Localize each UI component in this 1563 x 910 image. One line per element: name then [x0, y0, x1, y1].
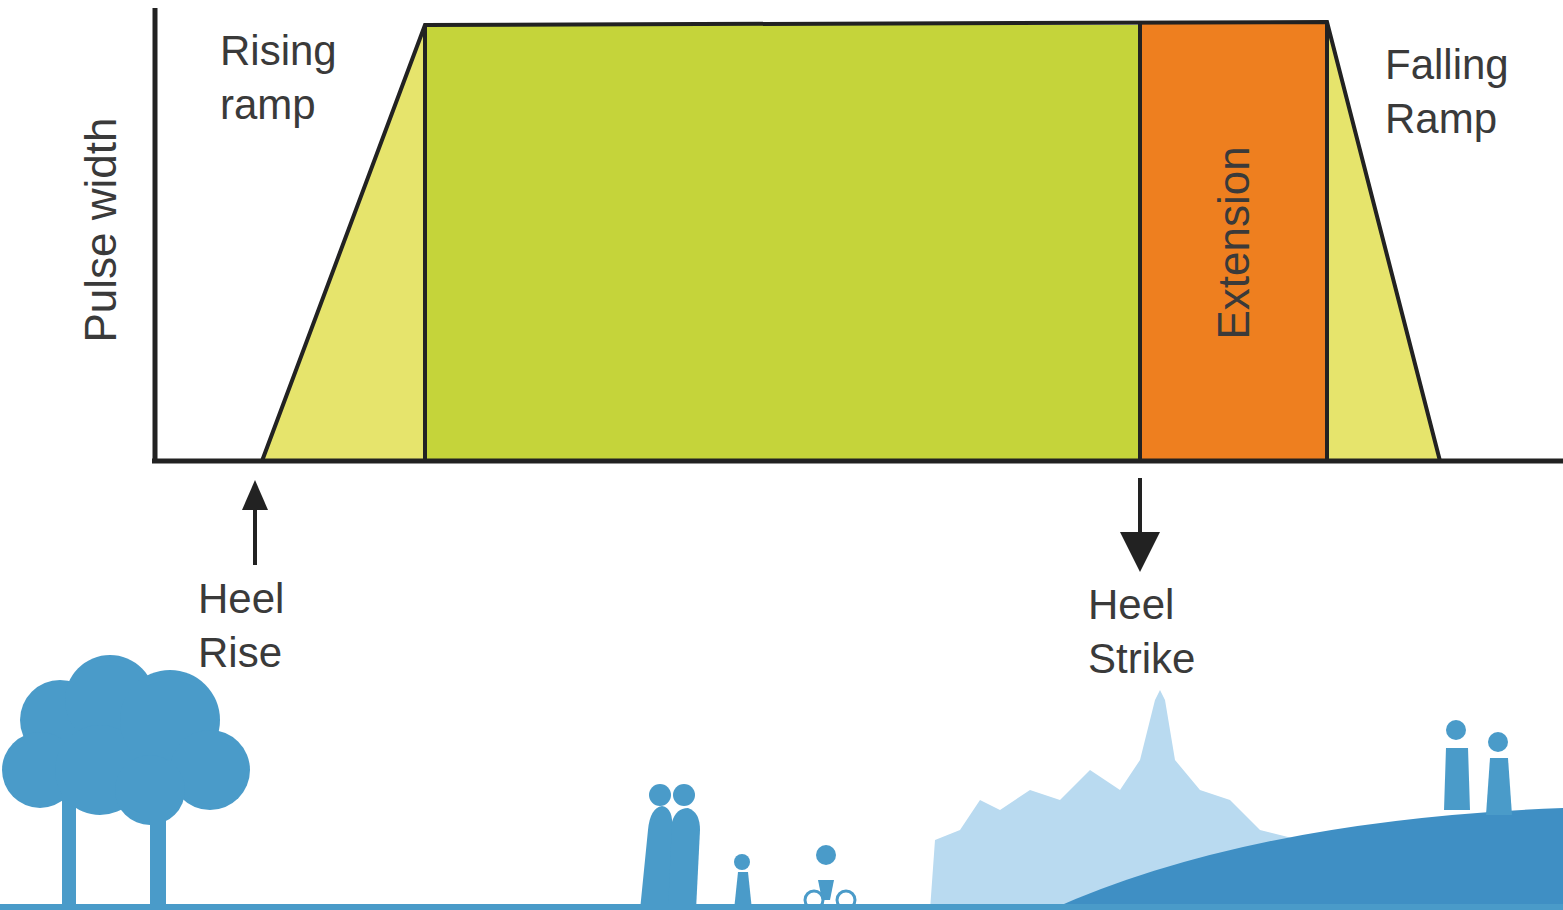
phase-label: Heel Rise: [198, 572, 284, 680]
extension-band-node: Extension: [1142, 26, 1325, 459]
landscape-silhouette: [0, 655, 1563, 910]
outline: [262, 22, 1440, 461]
band-label: Extension: [1209, 146, 1259, 339]
phase-label: Rising ramp: [220, 24, 337, 132]
axis-label-wrap: Pulse width: [60, 70, 140, 390]
phase-label: Falling Ramp: [1385, 38, 1509, 146]
axis-label: Pulse width: [75, 117, 125, 342]
plateau: [425, 25, 1140, 461]
event-arrows: [242, 478, 1160, 572]
axes: [152, 8, 1563, 463]
extension-band: [1140, 24, 1327, 461]
phase-label: Heel Strike: [1088, 578, 1195, 686]
